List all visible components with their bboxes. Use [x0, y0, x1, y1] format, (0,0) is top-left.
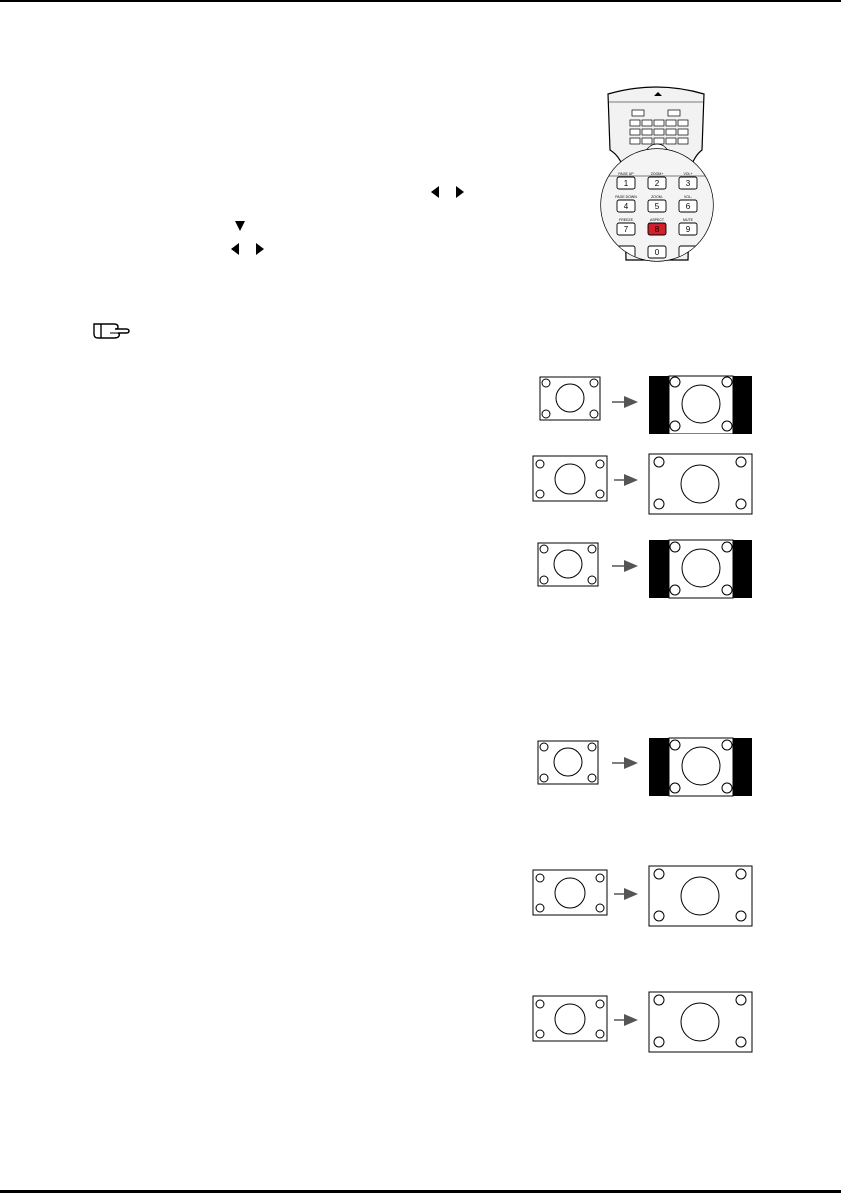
svg-text:VOL+: VOL+ [683, 172, 692, 176]
left-arrow-icon [231, 243, 239, 255]
svg-text:4: 4 [624, 202, 629, 211]
svg-text:0: 0 [655, 248, 660, 257]
svg-text:5: 5 [655, 202, 660, 211]
aspect-diagram-3 [528, 538, 756, 600]
svg-text:PAGE UP: PAGE UP [618, 172, 634, 176]
aspect-diagram-1 [528, 372, 756, 434]
svg-text:FREEZE: FREEZE [619, 218, 633, 222]
svg-text:1: 1 [624, 179, 629, 188]
aspect-diagram-5 [528, 864, 756, 928]
svg-text:2: 2 [655, 179, 660, 188]
svg-text:3: 3 [686, 179, 691, 188]
svg-text:MUTE: MUTE [683, 218, 694, 222]
aspect-diagram-4 [528, 736, 756, 798]
aspect-diagram-6 [528, 990, 756, 1054]
svg-text:VOL-: VOL- [684, 195, 693, 199]
svg-text:7: 7 [624, 225, 629, 234]
top-rule [0, 0, 841, 2]
svg-text:ZOOM+: ZOOM+ [651, 172, 664, 176]
svg-text:6: 6 [686, 202, 691, 211]
note-hand-icon [92, 320, 132, 340]
remote-control-icon: 1 2 3 4 5 6 7 8 9 0 PAGE UP ZOOM+ VOL+ PAGE DOWN… [596, 80, 726, 265]
down-arrow-icon [235, 221, 245, 231]
svg-text:9: 9 [686, 225, 691, 234]
right-arrow-icon [456, 186, 464, 198]
right-arrow-icon [256, 243, 264, 255]
svg-text:PAGE DOWN: PAGE DOWN [615, 195, 637, 199]
svg-text:8: 8 [655, 225, 660, 234]
left-arrow-icon [431, 186, 439, 198]
aspect-diagram-2 [528, 452, 756, 516]
svg-text:ZOOM-: ZOOM- [651, 195, 663, 199]
svg-text:ASPECT: ASPECT [650, 218, 665, 222]
